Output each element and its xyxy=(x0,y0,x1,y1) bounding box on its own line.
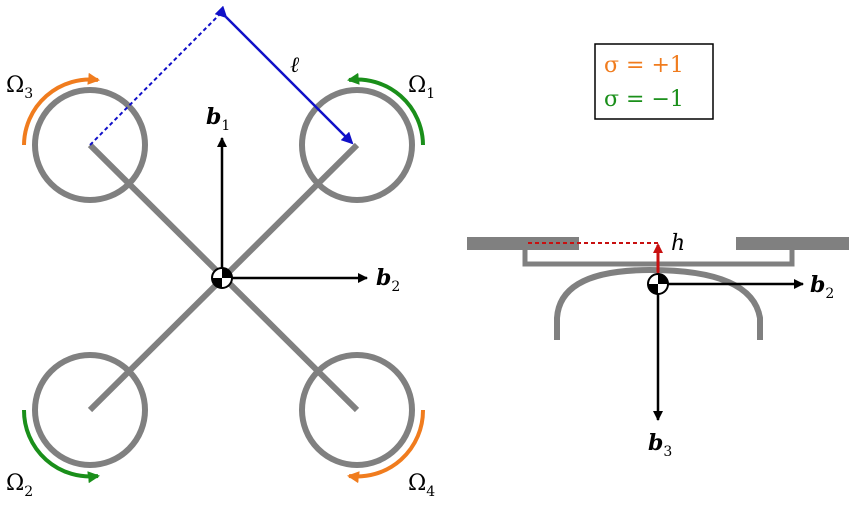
spin-arrow-rotor1 xyxy=(347,72,425,146)
b2-label-side: b2 xyxy=(810,272,834,302)
guide-dashed-line xyxy=(89,11,223,146)
b3-label: b3 xyxy=(648,430,672,460)
rotor-4 xyxy=(299,352,415,468)
rotor-1 xyxy=(299,87,415,203)
top-view: Ω3 Ω1 Ω2 Ω4 b1 b2 ℓ xyxy=(6,5,435,500)
spin-arrow-rotor2 xyxy=(21,409,100,484)
landing-gear xyxy=(554,266,763,340)
spin-arrow-rotor3 xyxy=(22,72,100,146)
spin-arrow-rotor4 xyxy=(347,409,426,484)
omega1-label: Ω1 xyxy=(408,73,435,102)
center-of-mass-side-icon xyxy=(647,273,669,295)
omega2-label: Ω2 xyxy=(6,471,33,500)
side-view: h b2 b3 xyxy=(467,231,849,460)
legend-minus: σ = −1 xyxy=(604,87,684,112)
rotor-blade-right xyxy=(736,237,849,250)
legend-box xyxy=(594,43,714,120)
b1-label: b1 xyxy=(206,104,230,134)
height-label: h xyxy=(671,231,685,256)
legend-plus: σ = +1 xyxy=(604,53,684,78)
rotor-2 xyxy=(32,352,148,468)
arm-length-arrow xyxy=(214,5,354,145)
b2-label-top: b2 xyxy=(376,265,400,295)
center-of-mass-icon xyxy=(211,267,233,289)
omega4-label: Ω4 xyxy=(408,471,435,500)
rotor-blade-left xyxy=(467,237,579,250)
omega3-label: Ω3 xyxy=(6,73,33,102)
arm-length-label: ℓ xyxy=(290,53,300,78)
legend: σ = +1 σ = −1 xyxy=(594,43,714,120)
rotor-3 xyxy=(32,87,148,203)
